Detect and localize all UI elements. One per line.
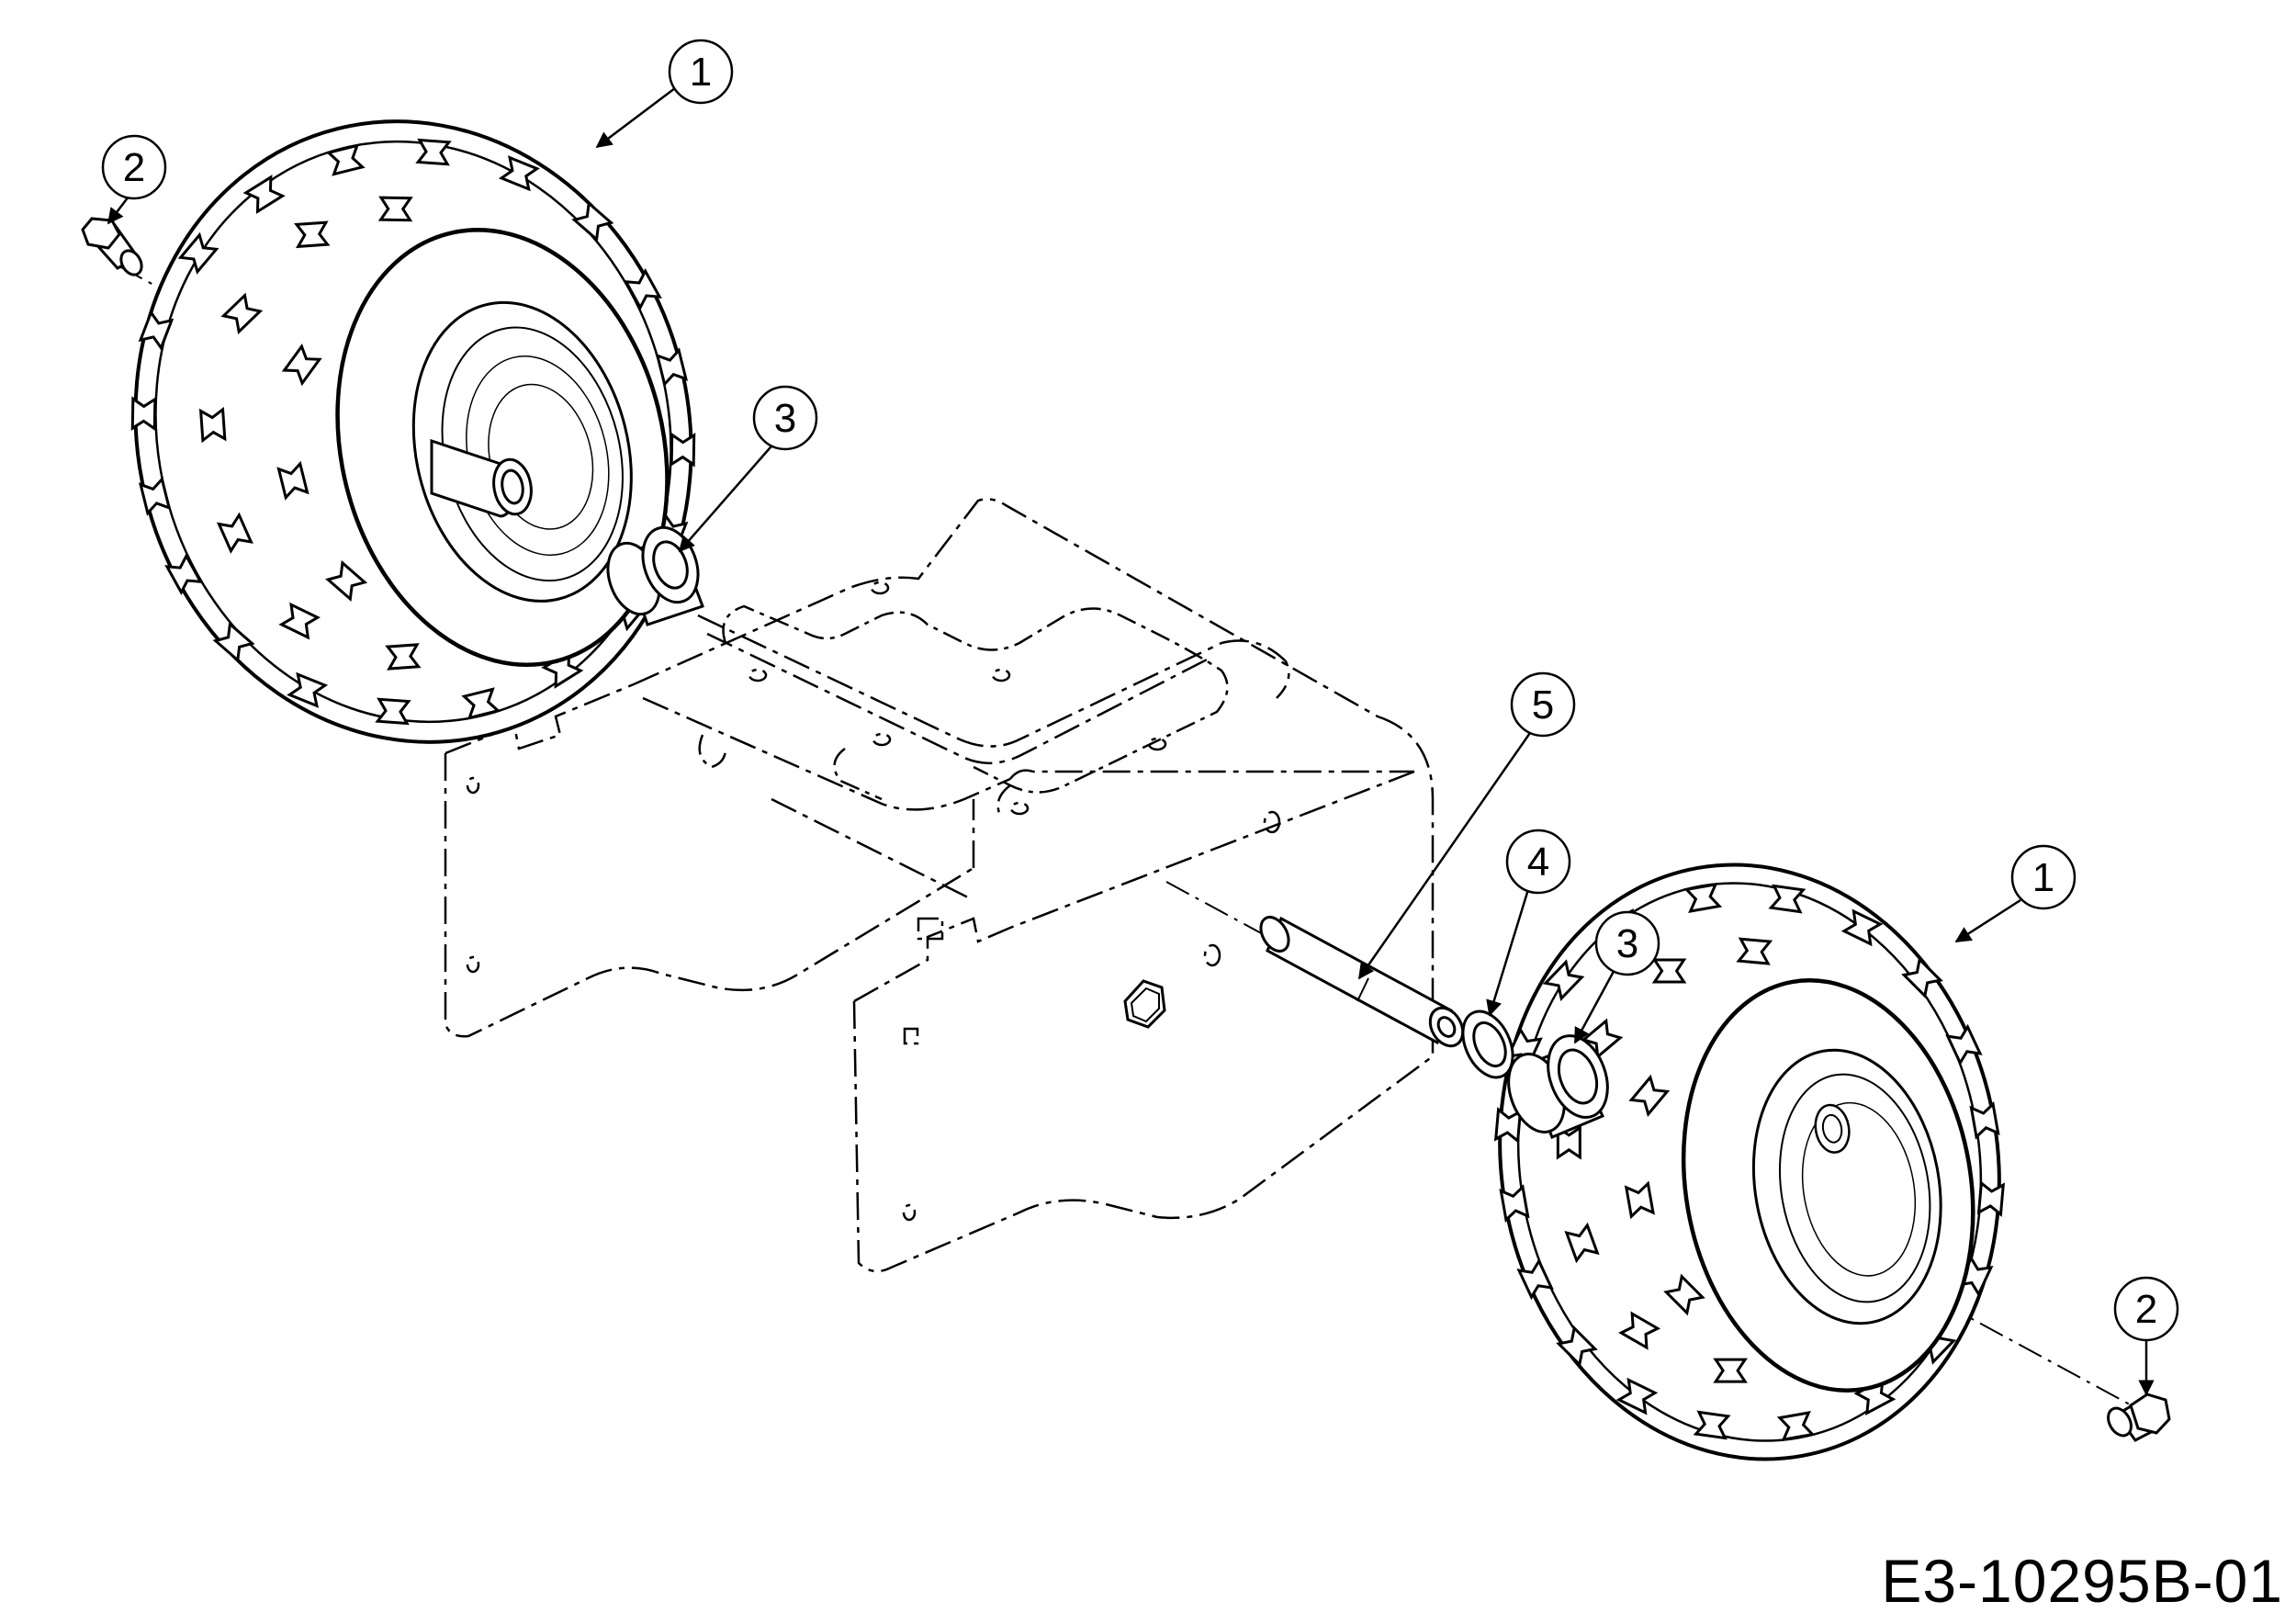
drawing-code: E3-10295B-01 [1881, 1547, 2283, 1615]
callout-1-right: 1 [2010, 844, 2077, 910]
callout-1-top-label: 1 [690, 50, 712, 95]
wheel-right [1494, 863, 2005, 1461]
washer [1461, 1009, 1514, 1079]
callout-2-right-label: 2 [2135, 1287, 2157, 1332]
frame-slot [1123, 979, 1166, 1029]
leader-lines [107, 87, 2155, 1396]
frame-plate-details [466, 581, 1281, 1222]
callout-2-right: 2 [2113, 1276, 2179, 1342]
callout-4-label: 4 [1527, 840, 1549, 885]
callout-3-right-label: 3 [1616, 921, 1638, 966]
callout-1-top: 1 [668, 39, 734, 105]
callout-5-label: 5 [1532, 682, 1554, 727]
callout-1-right-label: 1 [2032, 855, 2054, 900]
hub-left [430, 438, 533, 518]
callout-2-left-label: 2 [123, 145, 145, 190]
frame [444, 498, 1435, 1273]
callout-2-left: 2 [101, 134, 167, 200]
bolt-right [2107, 1393, 2171, 1442]
bolt-left [81, 217, 143, 276]
spacer-right [1507, 1034, 1609, 1139]
callout-3-left-label: 3 [774, 396, 796, 441]
callout-3-left: 3 [752, 385, 818, 451]
callout-3-right: 3 [1594, 910, 1660, 976]
callout-4: 4 [1505, 829, 1571, 895]
callout-5: 5 [1510, 671, 1576, 738]
wheel-left [130, 119, 696, 744]
axle [1259, 916, 1465, 1048]
